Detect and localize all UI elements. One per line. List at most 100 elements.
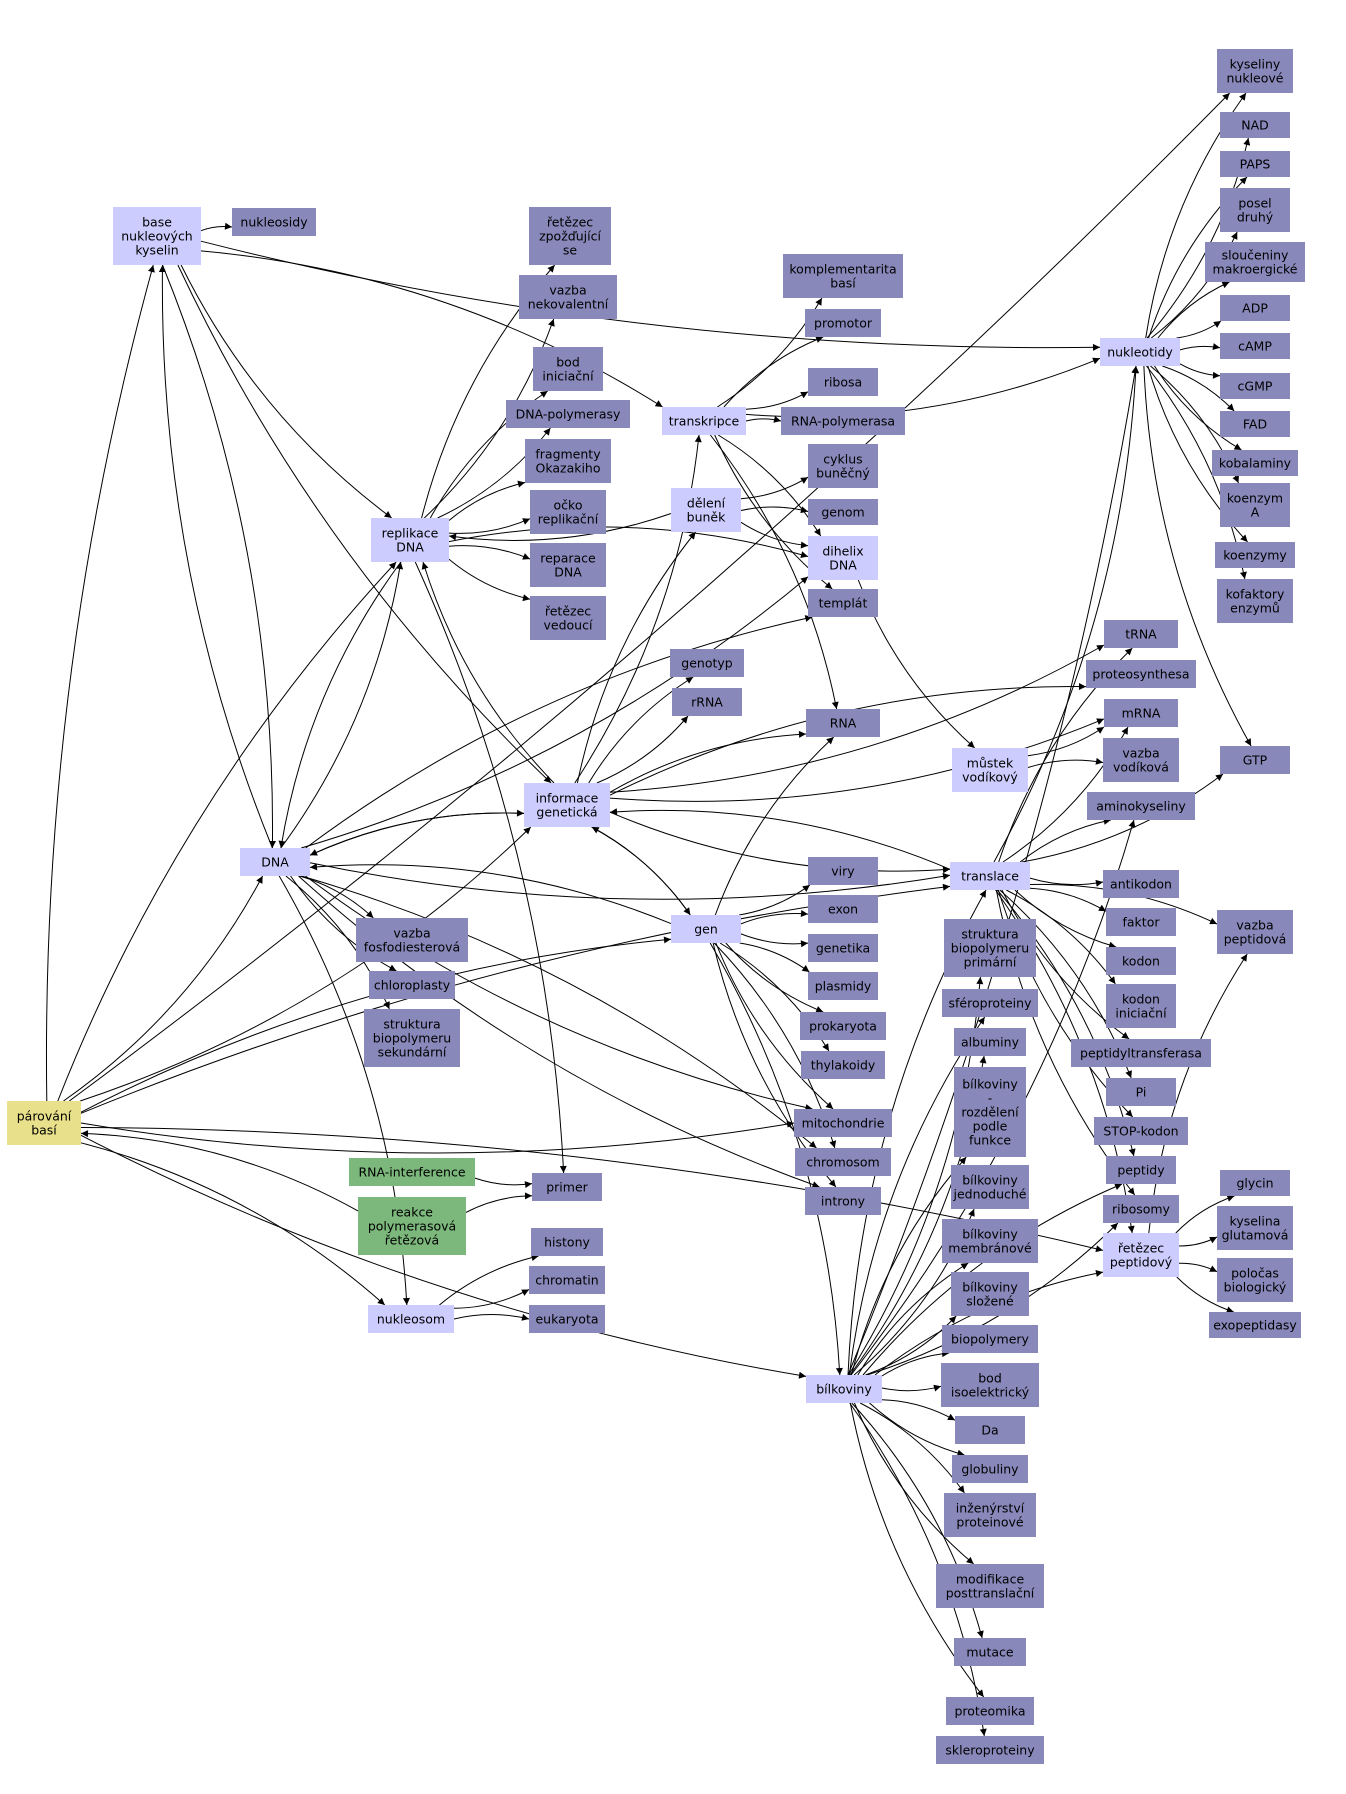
node-eukaryota[interactable]: eukaryota	[529, 1305, 605, 1333]
node-exopeptidasy[interactable]: exopeptidasy	[1209, 1312, 1301, 1338]
node-proteosynthesa[interactable]: proteosynthesa	[1086, 660, 1196, 688]
node-cgmp[interactable]: cGMP	[1220, 373, 1290, 399]
node-histony[interactable]: histony	[531, 1228, 603, 1256]
node-globuliny[interactable]: globuliny	[952, 1455, 1028, 1483]
node-kobalaminy[interactable]: kobalaminy	[1212, 450, 1298, 476]
node-prokaryota[interactable]: prokaryota	[800, 1012, 886, 1040]
node-adp[interactable]: ADP	[1220, 295, 1290, 321]
node-viry[interactable]: viry	[808, 857, 878, 885]
node-gen[interactable]: gen	[671, 915, 741, 943]
node-dna-polymerasy[interactable]: DNA-polymerasy	[506, 400, 630, 428]
node-rna-polymerasa[interactable]: RNA-polymerasa	[781, 407, 905, 435]
node-chromosom[interactable]: chromosom	[795, 1148, 891, 1176]
node-rna[interactable]: RNA	[806, 709, 880, 737]
node-primer[interactable]: primer	[532, 1173, 602, 1201]
node-aminokyseliny[interactable]: aminokyseliny	[1087, 792, 1195, 820]
node-rrna[interactable]: rRNA	[672, 688, 742, 716]
node-mrna[interactable]: mRNA	[1104, 699, 1178, 727]
node-nukleosom[interactable]: nukleosom	[368, 1305, 454, 1333]
node-genetika[interactable]: genetika	[808, 934, 878, 962]
node-da[interactable]: Da	[955, 1416, 1025, 1444]
node-albuminy[interactable]: albuminy	[954, 1028, 1026, 1056]
node-templat[interactable]: templát	[808, 589, 878, 617]
node-nukleosidy[interactable]: nukleosidy	[232, 208, 316, 236]
node-glycin[interactable]: glycin	[1220, 1170, 1290, 1196]
node-rna-interference[interactable]: RNA-interference	[349, 1158, 475, 1186]
node-peptidy[interactable]: peptidy	[1106, 1156, 1176, 1184]
node-promotor[interactable]: promotor	[805, 309, 881, 337]
node-thylakoidy[interactable]: thylakoidy	[801, 1051, 885, 1079]
node-ribosomy[interactable]: ribosomy	[1103, 1195, 1179, 1223]
node-chromatin[interactable]: chromatin	[529, 1266, 605, 1294]
node-translace[interactable]: translace	[950, 862, 1030, 890]
node-dna[interactable]: DNA	[240, 848, 310, 876]
node-biopolymery[interactable]: biopolymery	[942, 1325, 1038, 1353]
node-transkripce[interactable]: transkripce	[662, 407, 746, 435]
node-gtp[interactable]: GTP	[1220, 746, 1290, 774]
node-chloroplasty[interactable]: chloroplasty	[369, 971, 455, 999]
node-nukleotidy[interactable]: nukleotidy	[1100, 338, 1180, 366]
node-mutace[interactable]: mutace	[954, 1638, 1026, 1666]
node-skleroproteiny[interactable]: skleroproteiny	[936, 1736, 1044, 1764]
node-fad[interactable]: FAD	[1220, 411, 1290, 437]
node-camp[interactable]: cAMP	[1220, 333, 1290, 359]
node-mitochondrie[interactable]: mitochondrie	[794, 1109, 892, 1137]
node-plasmidy[interactable]: plasmidy	[808, 972, 878, 1000]
node-kodon[interactable]: kodon	[1106, 947, 1176, 975]
node-pi[interactable]: Pi	[1106, 1078, 1176, 1106]
node-genom[interactable]: genom	[808, 499, 878, 525]
node-stop-kodon[interactable]: STOP-kodon	[1094, 1117, 1188, 1145]
node-genotyp[interactable]: genotyp	[670, 649, 744, 677]
node-introny[interactable]: introny	[805, 1187, 881, 1215]
node-trna[interactable]: tRNA	[1104, 620, 1178, 648]
node-paps[interactable]: PAPS	[1220, 151, 1290, 177]
node-bilkoviny[interactable]: bílkoviny	[806, 1375, 882, 1403]
node-sferoproteiny[interactable]: sféroproteiny	[942, 989, 1038, 1017]
node-koenzymy[interactable]: koenzymy	[1215, 542, 1295, 568]
node-exon[interactable]: exon	[808, 895, 878, 923]
node-ribosa[interactable]: ribosa	[808, 368, 878, 396]
node-peptidyltransferasa[interactable]: peptidyltransferasa	[1071, 1039, 1211, 1067]
node-nad[interactable]: NAD	[1220, 112, 1290, 138]
node-antikodon[interactable]: antikodon	[1103, 870, 1179, 898]
node-faktor[interactable]: faktor	[1106, 908, 1176, 936]
